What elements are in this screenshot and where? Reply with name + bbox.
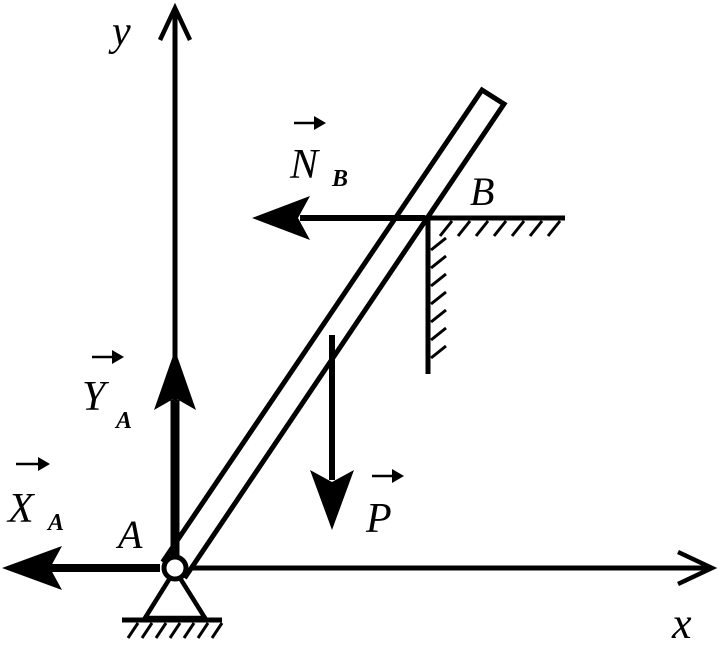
x-axis — [175, 549, 718, 587]
force-x-a-arrow — [2, 546, 160, 590]
svg-text:Y: Y — [82, 374, 110, 420]
pin-support — [122, 565, 224, 639]
svg-text:X: X — [6, 486, 36, 532]
force-p-arrow — [310, 335, 354, 530]
force-n-b-arrow — [252, 196, 425, 240]
vector-head — [314, 116, 326, 130]
pin-joint — [161, 554, 189, 582]
force-x-a-label: X A — [6, 457, 64, 536]
svg-text:B: B — [331, 166, 348, 192]
svg-text:P: P — [365, 496, 392, 542]
x-axis-label: x — [671, 599, 692, 648]
svg-text:A: A — [114, 408, 132, 434]
wall-support — [425, 215, 565, 374]
force-y-a-arrow — [154, 350, 196, 560]
svg-text:N: N — [289, 142, 320, 188]
force-p-label: P — [365, 469, 404, 542]
force-n-b-label: N B — [289, 116, 348, 192]
vector-head — [38, 457, 50, 471]
svg-text:A: A — [46, 510, 64, 536]
point-b-label: B — [470, 169, 494, 214]
point-a-label: A — [115, 512, 143, 557]
y-axis-label: y — [108, 9, 131, 55]
vector-head — [392, 469, 404, 483]
vector-head — [112, 350, 124, 364]
force-y-a-label: Y A — [82, 350, 132, 434]
